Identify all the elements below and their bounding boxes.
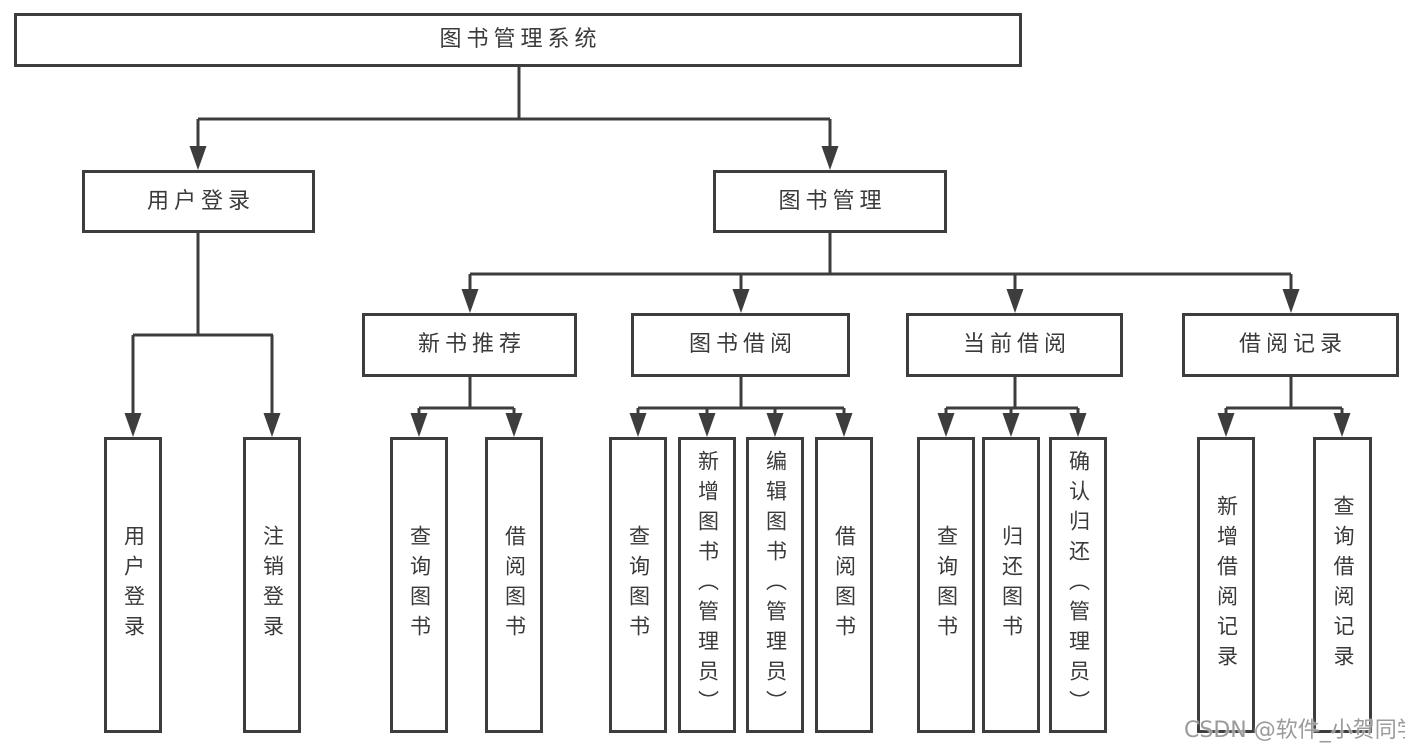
leaf-query-borrow-record: 查询借阅记录 <box>1313 437 1372 733</box>
node-root-label: 图书管理系统 <box>439 27 602 52</box>
node-new-book-recommend-label: 新书推荐 <box>417 332 526 357</box>
leaf-return-books-label: 归还图书 <box>999 525 1024 645</box>
node-user-login: 用户登录 <box>82 170 315 233</box>
arrowhead-icons <box>124 146 1351 437</box>
node-user-login-label: 用户登录 <box>146 188 255 214</box>
node-root: 图书管理系统 <box>14 13 1022 67</box>
leaf-borrow-books-recommend: 借阅图书 <box>485 437 543 733</box>
leaf-query-books-current-label: 查询图书 <box>934 525 959 645</box>
leaf-add-borrow-record: 新增借阅记录 <box>1197 437 1255 733</box>
leaf-add-books-admin-label: 新增图书（管理员） <box>695 450 720 720</box>
leaf-confirm-return-admin: 确认归还（管理员） <box>1049 437 1107 733</box>
leaf-query-books-borrow-label: 查询图书 <box>626 525 651 645</box>
leaf-query-borrow-record-label: 查询借阅记录 <box>1331 495 1355 675</box>
leaf-edit-books-admin: 编辑图书（管理员） <box>746 437 804 733</box>
node-new-book-recommend: 新书推荐 <box>362 313 577 377</box>
node-book-management-label: 图书管理 <box>778 188 887 214</box>
leaf-user-login-label: 用户登录 <box>121 525 146 645</box>
leaf-query-books-recommend: 查询图书 <box>390 437 448 733</box>
node-book-borrow: 图书借阅 <box>631 313 850 377</box>
csdn-watermark: CSDN @软件_小贺同学 <box>1184 718 1405 743</box>
leaf-query-books-borrow: 查询图书 <box>609 437 667 733</box>
leaf-logout: 注销登录 <box>243 437 301 733</box>
leaf-edit-books-admin-label: 编辑图书（管理员） <box>763 450 788 720</box>
leaf-user-login: 用户登录 <box>104 437 162 733</box>
node-current-borrow-label: 当前借阅 <box>962 332 1071 357</box>
node-borrow-records-label: 借阅记录 <box>1238 332 1347 357</box>
node-borrow-records: 借阅记录 <box>1182 313 1399 377</box>
leaf-add-books-admin: 新增图书（管理员） <box>678 437 736 733</box>
leaf-borrow-books-recommend-label: 借阅图书 <box>502 525 527 645</box>
leaf-return-books: 归还图书 <box>982 437 1040 733</box>
leaf-query-books-current: 查询图书 <box>917 437 975 733</box>
node-book-management: 图书管理 <box>713 170 947 233</box>
leaf-confirm-return-admin-label: 确认归还（管理员） <box>1066 450 1091 720</box>
leaf-borrow-books: 借阅图书 <box>815 437 873 733</box>
leaf-logout-label: 注销登录 <box>260 525 285 645</box>
leaf-add-borrow-record-label: 新增借阅记录 <box>1214 495 1239 675</box>
node-current-borrow: 当前借阅 <box>906 313 1123 377</box>
node-book-borrow-label: 图书借阅 <box>688 332 797 357</box>
leaf-query-books-recommend-label: 查询图书 <box>407 525 432 645</box>
leaf-borrow-books-label: 借阅图书 <box>832 525 857 645</box>
